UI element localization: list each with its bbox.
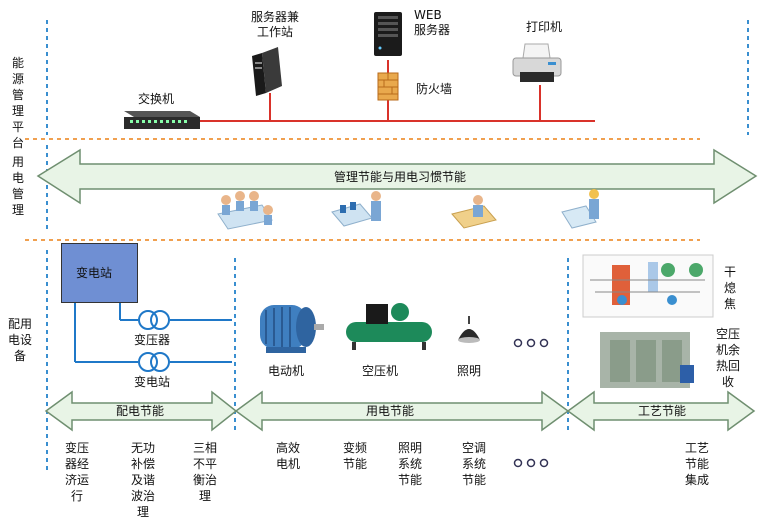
item-hvac-system-saving: 空调 系统 节能: [461, 441, 486, 487]
printer-label: 打印机: [526, 20, 563, 34]
management-arrow-label: 管理节能与用电习惯节能: [333, 170, 466, 184]
consumption-arrow-label: 用电节能: [365, 404, 414, 418]
motor-label: 电动机: [268, 364, 305, 378]
engineer-icon: [561, 189, 599, 229]
ellipsis-icon-bottom: [513, 458, 549, 468]
dry-quench-label: 干 熄 焦: [723, 265, 736, 311]
item-efficient-motor: 高效 电机: [275, 441, 300, 471]
item-vfd-saving: 变频 节能: [342, 441, 367, 471]
compressor-label: 空压机: [362, 364, 399, 378]
substation-box-label: 变电站: [76, 266, 113, 280]
lamp-icon: [458, 316, 480, 343]
transformer-label: 变压器: [134, 333, 171, 347]
substation-label: 变电站: [134, 375, 171, 389]
item-transformer-economic-operation: 变压 器经 济运 行: [64, 441, 89, 503]
web-server-label: WEB 服务器: [414, 8, 451, 37]
firewall-label: 防火墙: [416, 82, 453, 96]
ellipsis-icon-equipment: [513, 338, 549, 348]
process-arrow-shape: [566, 390, 756, 432]
distribution-arrow-label: 配电节能: [115, 404, 164, 418]
meeting-icon: [217, 191, 273, 230]
workstation-icon: [252, 47, 282, 96]
item-lighting-system-saving: 照明 系统 节能: [397, 441, 422, 487]
section-label-usage-mgmt: 用电 管理: [11, 155, 24, 217]
item-process-integration: 工艺 节能 集成: [684, 441, 709, 487]
section-label-platform: 能源 管理 平台: [11, 56, 24, 150]
compressor-icon: [346, 303, 432, 350]
management-arrow-shape: [36, 148, 758, 205]
waste-heat-label: 空压 机余 热回 收: [715, 327, 740, 389]
waste-heat-unit-image: [600, 332, 694, 388]
item-three-phase-imbalance: 三相 不平 衡治 理: [192, 441, 217, 503]
switch-label: 交换机: [138, 92, 175, 106]
transformer-icon-upper: [138, 310, 170, 330]
substation-box: 变电站: [61, 243, 138, 303]
operator-icon: [331, 191, 381, 227]
switch-icon: [124, 111, 200, 129]
motor-icon: [260, 305, 324, 353]
transformer-icon-lower: [138, 352, 170, 372]
dry-quench-process-diagram: [582, 254, 714, 318]
item-reactive-compensation: 无功 补偿 及谐 波治 理: [130, 441, 155, 519]
web-server-icon: [374, 12, 402, 56]
process-arrow-label: 工艺节能: [637, 404, 686, 418]
desk-worker-icon: [451, 195, 497, 229]
workstation-label: 服务器兼 工作站: [250, 10, 299, 39]
firewall-icon: [377, 72, 399, 101]
lighting-label: 照明: [457, 364, 482, 378]
printer-icon: [512, 43, 562, 82]
section-label-equipment: 配用 电设 备: [8, 317, 33, 363]
